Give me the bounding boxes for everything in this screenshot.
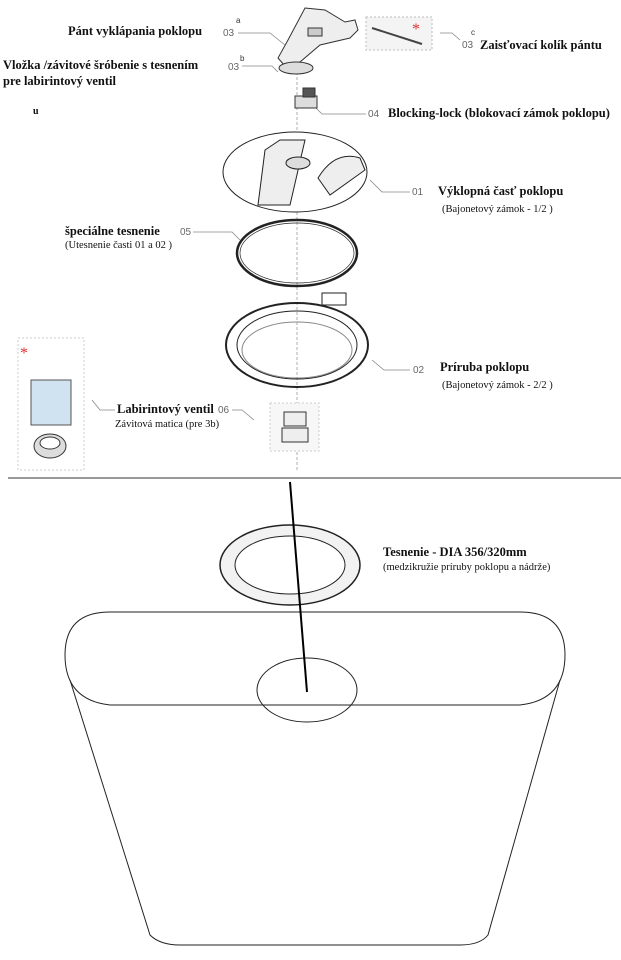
valve-section-view	[30, 379, 72, 426]
lock-number: 04	[368, 109, 380, 120]
valve-label: Labirintový ventil	[117, 402, 214, 416]
pin-suffix: c	[471, 28, 475, 37]
flange-part	[225, 292, 369, 388]
stray-mark: u	[33, 106, 39, 117]
lock-part	[294, 87, 318, 109]
seal-number: 05	[180, 227, 192, 238]
lid-label: Výklopná časť poklopu	[438, 184, 564, 198]
hinge-number: 03	[223, 28, 235, 39]
insert-label-2: pre labirintový ventil	[3, 74, 116, 88]
star-icon: *	[412, 21, 420, 38]
lock-label: Blocking-lock (blokovací zámok poklopu)	[388, 106, 610, 120]
valve-detail-box	[17, 337, 85, 471]
valve-part	[281, 411, 309, 443]
flange-label: Príruba poklopu	[440, 360, 530, 374]
assembly-axis	[289, 481, 308, 693]
hinge-label: Pánt vyklápania poklopu	[68, 24, 203, 38]
valve-sub: Závitová matica (pre 3b)	[115, 419, 220, 430]
valve-box	[269, 402, 320, 452]
valve-number: 06	[218, 405, 230, 416]
pin-label: Zaisťovací kolík pántu	[480, 38, 602, 52]
pin-part	[371, 27, 423, 45]
star-icon: *	[20, 345, 28, 362]
flange-sub: (Bajonetový zámok - 2/2 )	[442, 380, 553, 391]
hinge-part	[277, 7, 359, 75]
seal-label: špeciálne tesnenie	[65, 224, 160, 238]
pin-box	[365, 16, 433, 51]
insert-suffix: b	[240, 54, 245, 63]
lid-sub: (Bajonetový zámok - 1/2 )	[442, 204, 553, 215]
flange-number: 02	[413, 365, 425, 376]
tank	[64, 611, 566, 946]
seal-sub: (Utesnenie časti 01 a 02 )	[65, 240, 173, 251]
pin-number: 03	[462, 40, 474, 51]
gasket-sub: (medzikružie príruby poklopu a nádrže)	[383, 562, 551, 573]
seal-ring	[235, 218, 359, 288]
gasket-label: Tesnenie - DIA 356/320mm	[383, 545, 527, 559]
lid-number: 01	[412, 187, 424, 198]
tank-gasket	[219, 524, 361, 606]
leader-lines	[91, 32, 461, 421]
lid-part	[222, 131, 368, 213]
insert-label-1: Vložka /závitové šróbenie s tesnením	[3, 58, 199, 72]
insert-number: 03	[228, 62, 240, 73]
hinge-suffix: a	[236, 16, 241, 25]
